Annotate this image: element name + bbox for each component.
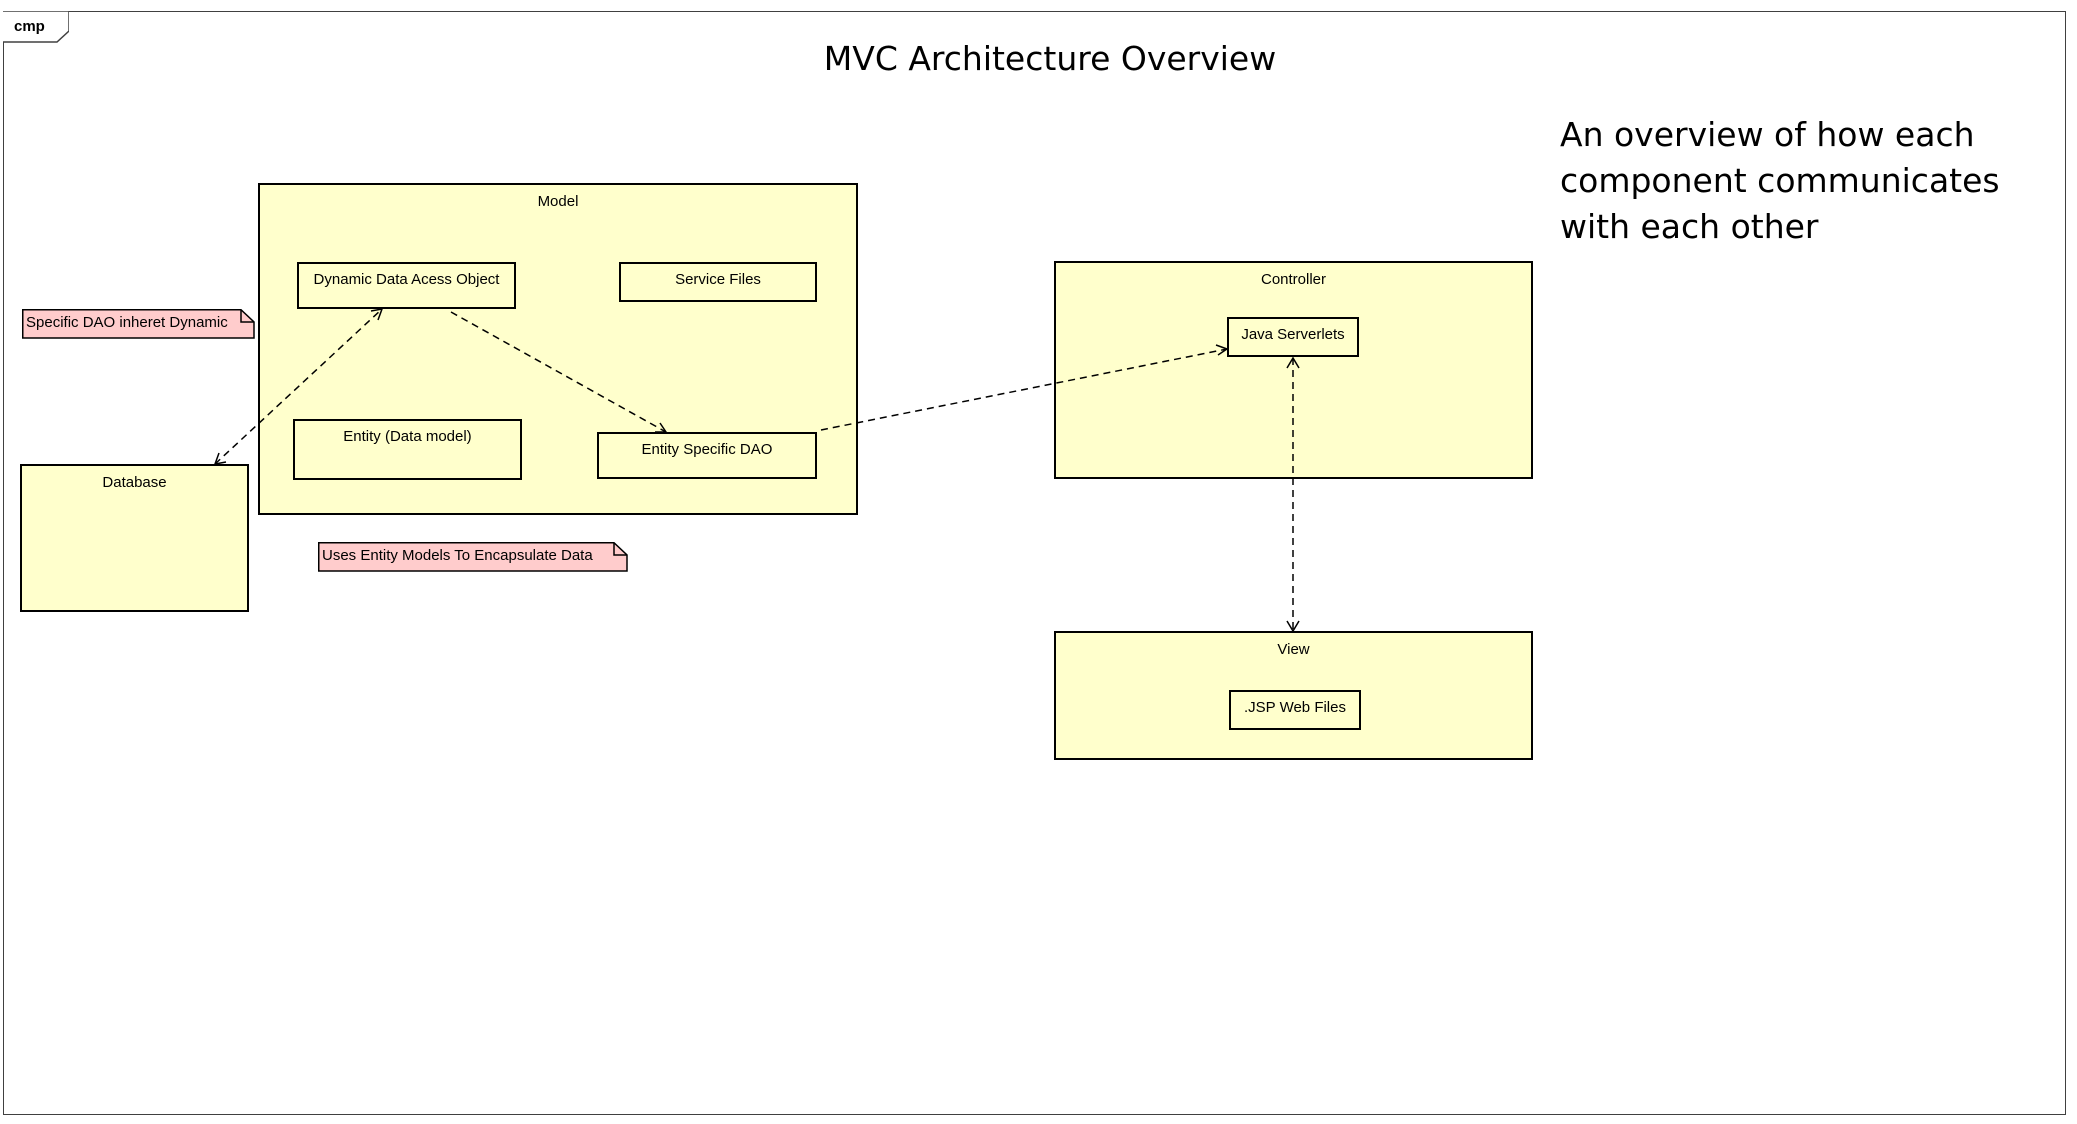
- frame-tab: [3, 11, 69, 43]
- serverlets-view-connector: [1286, 356, 1300, 633]
- diagram-title: MVC Architecture Overview: [823, 39, 1277, 78]
- database-label: Database: [102, 474, 167, 491]
- entity-dao-label: Entity Specific DAO: [641, 441, 773, 458]
- entity-encapsulate-note[interactable]: Uses Entity Models To Encapsulate Data: [318, 542, 628, 572]
- database-dao-connector: [213, 308, 384, 465]
- entity-encapsulate-note-text: Uses Entity Models To Encapsulate Data: [322, 547, 593, 564]
- dao-inherit-note[interactable]: Specific DAO inheret Dynamic: [22, 309, 255, 339]
- jsp-files-label: .JSP Web Files: [1244, 699, 1346, 716]
- database-component[interactable]: Database: [20, 464, 249, 612]
- dynamic-dao-label: Dynamic Data Acess Object: [313, 271, 500, 288]
- note-shape: [318, 542, 628, 572]
- frame-tab-label: cmp: [14, 18, 45, 35]
- model-label: Model: [537, 193, 579, 210]
- jsp-files-box[interactable]: .JSP Web Files: [1229, 690, 1361, 730]
- entity-dao-box[interactable]: Entity Specific DAO: [597, 432, 817, 479]
- entity-dao-to-serverlets-connector: [820, 344, 1229, 431]
- service-files-label: Service Files: [675, 271, 761, 288]
- dao-inherit-note-text: Specific DAO inheret Dynamic: [26, 314, 228, 331]
- java-serverlets-box[interactable]: Java Serverlets: [1227, 317, 1359, 357]
- java-serverlets-label: Java Serverlets: [1241, 326, 1345, 343]
- note-shape: [22, 309, 255, 339]
- controller-label: Controller: [1260, 271, 1327, 288]
- description-text: An overview of how each component commun…: [1560, 115, 2000, 246]
- view-label: View: [1277, 641, 1310, 658]
- service-files-box[interactable]: Service Files: [619, 262, 817, 302]
- entity-box[interactable]: Entity (Data model): [293, 419, 522, 480]
- entity-label: Entity (Data model): [343, 428, 472, 445]
- diagram-frame: [3, 11, 2066, 1115]
- dao-to-entity-dao-connector: [450, 311, 668, 433]
- dynamic-dao-box[interactable]: Dynamic Data Acess Object: [297, 262, 516, 309]
